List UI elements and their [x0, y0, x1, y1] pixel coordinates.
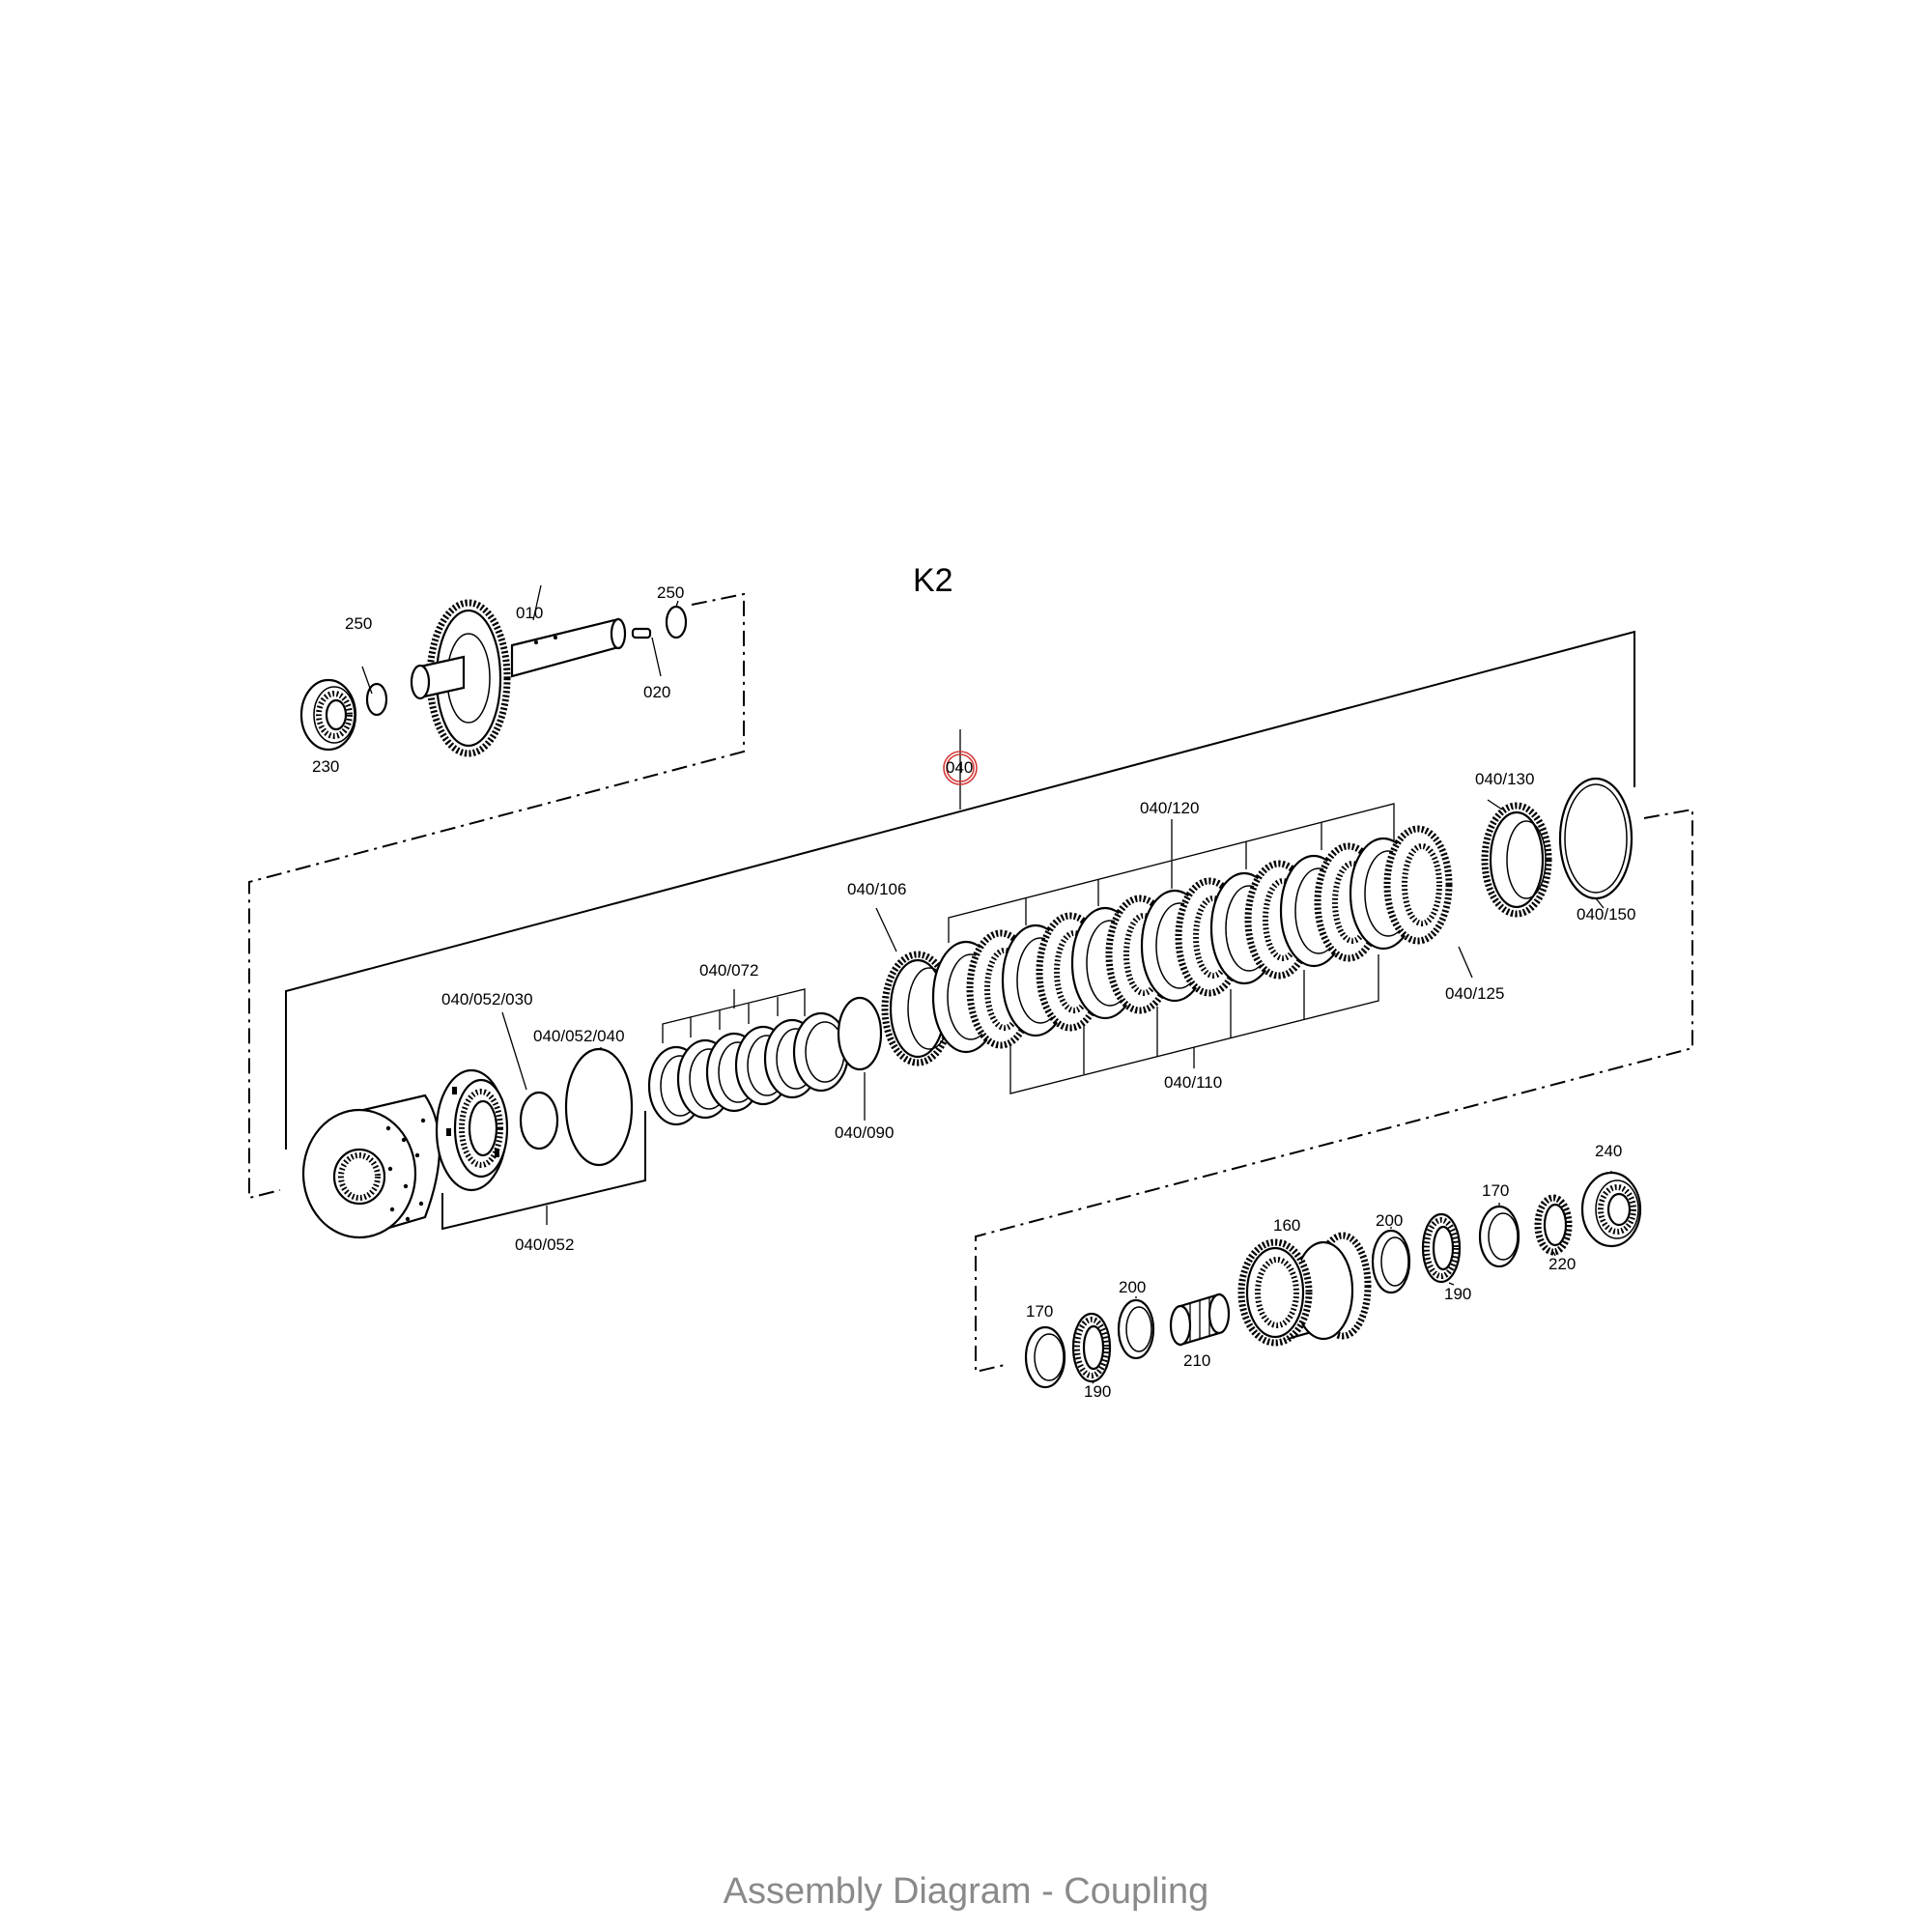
lock-washer-220-icon[interactable]	[1534, 1194, 1573, 1256]
label-160[interactable]: 160	[1273, 1216, 1300, 1235]
pin-020-icon[interactable]	[631, 627, 652, 639]
label-010[interactable]: 010	[516, 604, 543, 622]
label-240[interactable]: 240	[1595, 1142, 1622, 1160]
o-ring-040-052-040-icon[interactable]	[564, 1047, 634, 1167]
label-200-left[interactable]: 200	[1119, 1278, 1146, 1296]
snap-ring-040-150-icon[interactable]	[1558, 777, 1634, 900]
washer-200-left-icon[interactable]	[1117, 1298, 1155, 1360]
retaining-ring-040-090-icon[interactable]	[837, 996, 883, 1071]
label-040-106[interactable]: 040/106	[847, 880, 906, 898]
label-040-052-030[interactable]: 040/052/030	[441, 990, 533, 1009]
label-040-052[interactable]: 040/052	[515, 1236, 574, 1254]
helical-gear-160-icon[interactable]	[1237, 1232, 1372, 1347]
bearing-240-icon[interactable]	[1580, 1171, 1642, 1248]
clutch-assembly-040	[285, 630, 1635, 1239]
clutch-disc-pack-icon[interactable]	[931, 825, 1453, 1054]
label-200-right[interactable]: 200	[1376, 1211, 1403, 1230]
label-040-120[interactable]: 040/120	[1140, 799, 1199, 817]
assembly-frame-lines	[248, 592, 1693, 1374]
label-020[interactable]: 020	[643, 683, 670, 701]
part-labels: K2 010 020 230 250 250 040 040/106 040/1…	[312, 562, 1635, 1912]
gear-shaft-group	[299, 599, 688, 757]
washer-170-left-icon[interactable]	[1024, 1325, 1066, 1389]
label-040-125[interactable]: 040/125	[1445, 984, 1504, 1003]
label-190-right[interactable]: 190	[1444, 1285, 1471, 1303]
item-040-highlight-icon	[943, 751, 978, 785]
diagram-caption: Assembly Diagram - Coupling	[724, 1871, 1209, 1912]
label-250-left[interactable]: 250	[345, 614, 372, 633]
label-210[interactable]: 210	[1183, 1351, 1210, 1370]
o-ring-040-052-030-icon[interactable]	[519, 1091, 559, 1151]
snap-ring-250-left-icon[interactable]	[365, 682, 388, 717]
piston-040-052-icon[interactable]	[435, 1068, 509, 1192]
label-040-072[interactable]: 040/072	[699, 961, 758, 980]
label-040-090[interactable]: 040/090	[835, 1123, 894, 1142]
label-190-left[interactable]: 190	[1084, 1382, 1111, 1401]
label-170-left[interactable]: 170	[1026, 1302, 1053, 1321]
label-220[interactable]: 220	[1548, 1255, 1576, 1273]
bearing-230-icon[interactable]	[299, 678, 357, 752]
label-170-right[interactable]: 170	[1482, 1181, 1509, 1200]
label-040-130[interactable]: 040/130	[1475, 770, 1534, 788]
gear-shaft-010-icon[interactable]	[410, 599, 627, 757]
output-gear-group	[1024, 1171, 1642, 1389]
label-230[interactable]: 230	[312, 757, 339, 776]
diagram-title: K2	[913, 562, 953, 599]
label-040[interactable]: 040	[946, 758, 973, 777]
needle-cage-210-icon[interactable]	[1169, 1293, 1231, 1347]
label-250-right[interactable]: 250	[657, 583, 684, 602]
spring-set-040-072-icon[interactable]	[647, 1011, 850, 1126]
washer-200-right-icon[interactable]	[1371, 1229, 1411, 1294]
label-040-110[interactable]: 040/110	[1164, 1073, 1222, 1092]
washer-170-right-icon[interactable]	[1478, 1205, 1520, 1268]
leader-lines	[361, 584, 1612, 1384]
label-040-150[interactable]: 040/150	[1577, 905, 1635, 923]
label-040-052-040[interactable]: 040/052/040	[533, 1027, 625, 1045]
thrust-bearing-190-right-icon[interactable]	[1421, 1212, 1462, 1284]
clutch-housing-icon[interactable]	[301, 1094, 441, 1239]
item-040-highlight-inner-icon	[946, 753, 975, 782]
thrust-bearing-190-left-icon[interactable]	[1071, 1312, 1112, 1383]
plate-040-130-icon[interactable]	[1481, 802, 1552, 918]
snap-ring-250-right-icon[interactable]	[665, 605, 688, 639]
